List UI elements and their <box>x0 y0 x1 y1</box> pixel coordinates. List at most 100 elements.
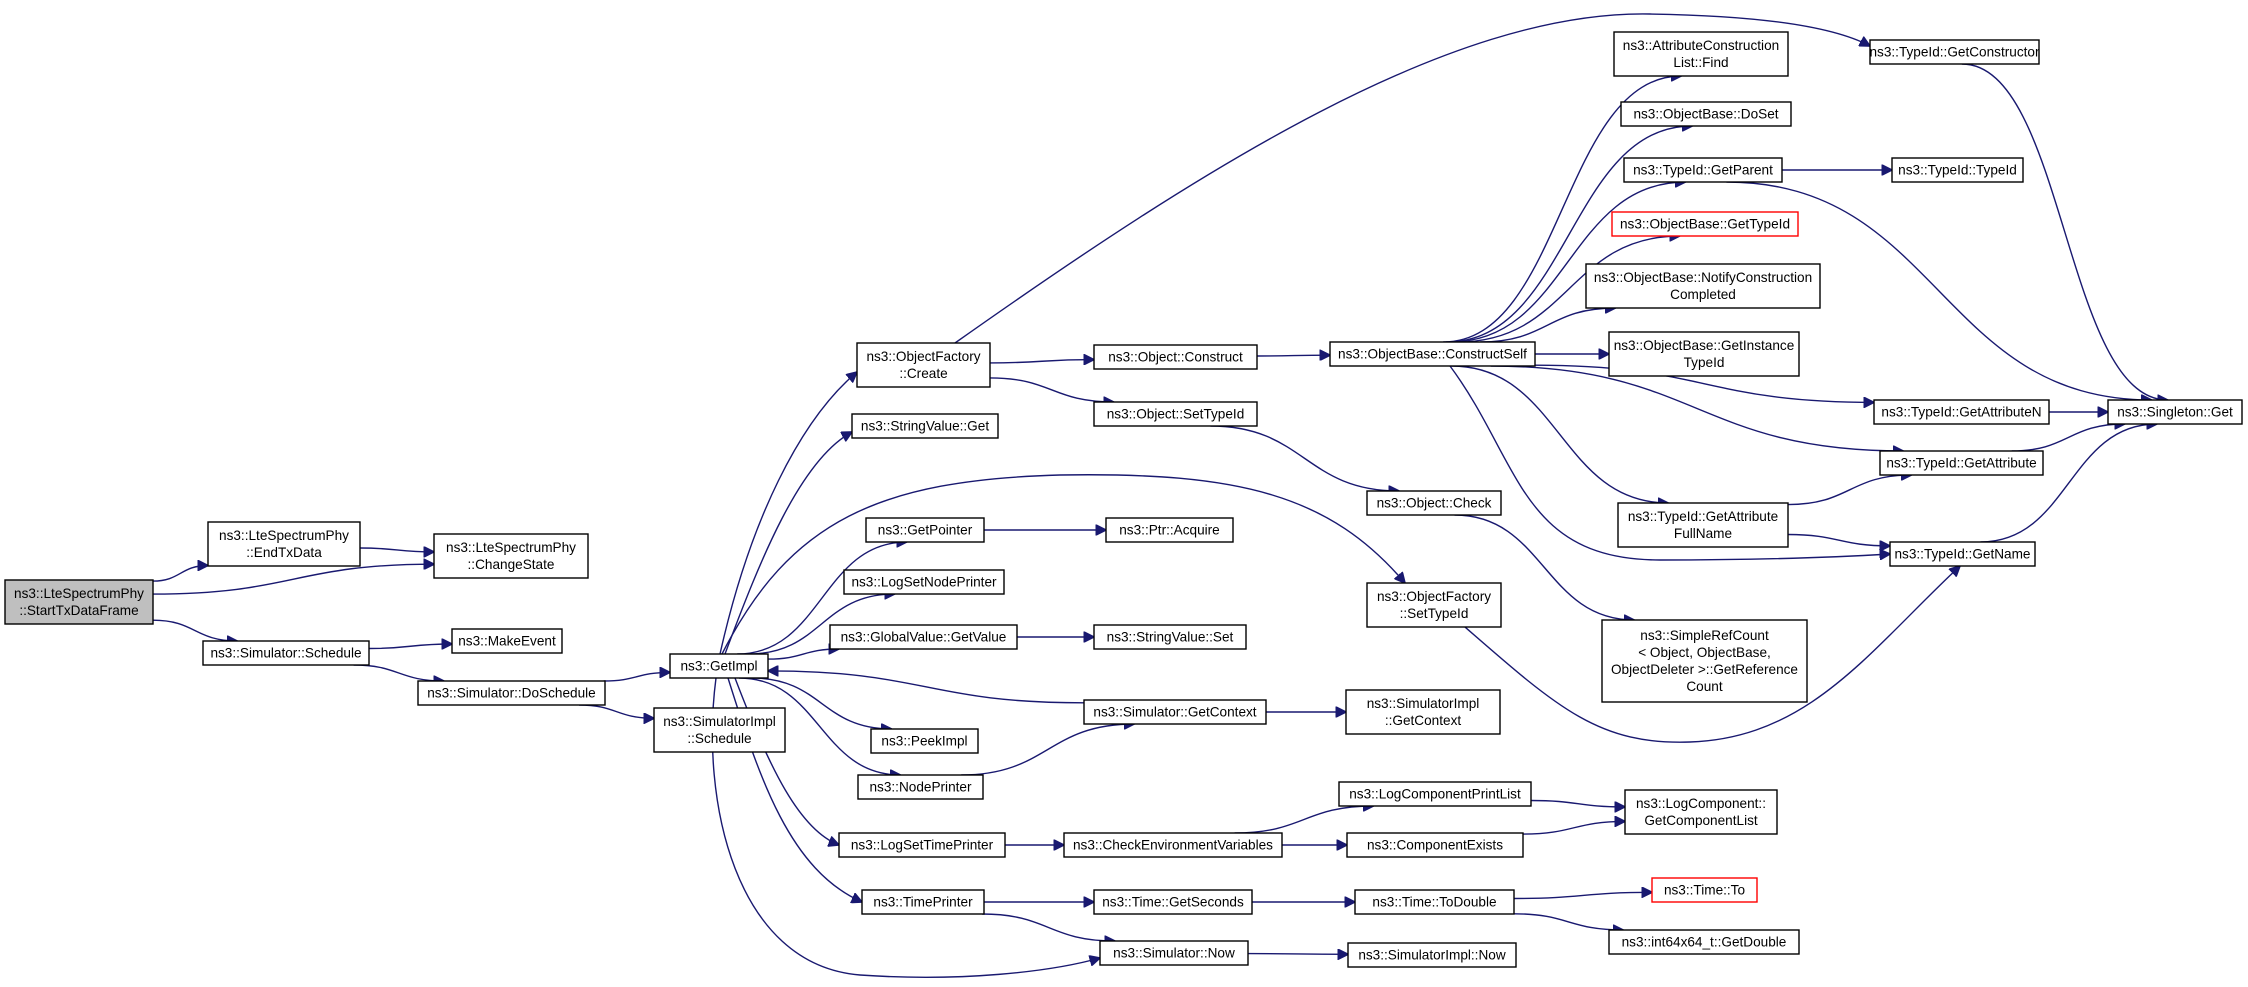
node-label-line: ns3::TypeId::GetAttribute <box>1886 456 2036 471</box>
node-label-line: ns3::ObjectFactory <box>866 349 980 364</box>
call-edge-getimpl-to-globalvalueget <box>767 649 839 660</box>
node-ns3-objectfactory-settypeid[interactable]: ns3::ObjectFactory::SetTypeId <box>1366 582 1502 628</box>
call-edge-tgetparent-to-singletonget <box>1726 181 2151 400</box>
edge-line <box>603 672 670 682</box>
node-box <box>4 579 154 625</box>
node-ns3-objectbase-gettypeid[interactable]: ns3::ObjectBase::GetTypeId <box>1611 211 1799 237</box>
node-ns3-simplerefcount-object-objectbase-objectdeleter-getreference-count[interactable]: ns3::SimpleRefCount< Object, ObjectBase,… <box>1601 619 1808 703</box>
node-ns3-object-settypeid[interactable]: ns3::Object::SetTypeId <box>1093 401 1258 427</box>
node-ns3-objectbase-notifyconstruction-completed[interactable]: ns3::ObjectBase::NotifyConstructionCompl… <box>1585 263 1821 309</box>
node-label-line: ns3::LogComponent:: <box>1636 796 1766 811</box>
node-label-line: ns3::TypeId::GetName <box>1894 547 2030 562</box>
node-ns3-simulator-doschedule[interactable]: ns3::Simulator::DoSchedule <box>417 680 606 706</box>
node-ns3-simulator-now[interactable]: ns3::Simulator::Now <box>1099 940 1249 966</box>
call-edge-tgetattrfull-to-tgetattr <box>1787 475 1912 506</box>
node-box <box>1889 541 2036 567</box>
node-label-line: ns3::GetPointer <box>878 523 973 538</box>
node-label-line: ns3::SimulatorImpl <box>1367 696 1480 711</box>
node-ns3-logsettimeprinter[interactable]: ns3::LogSetTimePrinter <box>838 832 1006 858</box>
node-ns3-typeid-getattributen[interactable]: ns3::TypeId::GetAttributeN <box>1873 399 2050 425</box>
node-ns3-logcomponent-getcomponentlist[interactable]: ns3::LogComponent::GetComponentList <box>1624 789 1778 835</box>
node-ns3-typeid-getname[interactable]: ns3::TypeId::GetName <box>1889 541 2036 567</box>
node-ns3-object-construct[interactable]: ns3::Object::Construct <box>1093 344 1258 370</box>
node-ns3-getimpl[interactable]: ns3::GetImpl <box>669 653 769 679</box>
node-label-line: GetComponentList <box>1644 813 1758 828</box>
edge-line <box>2011 424 2125 452</box>
node-ns3-stringvalue-get[interactable]: ns3::StringValue::Get <box>851 413 999 439</box>
call-edge-simnow-to-simimplnow <box>1247 954 1348 955</box>
edge-line <box>748 594 894 655</box>
node-box <box>856 342 991 388</box>
node-label-line: ns3::SimpleRefCount <box>1640 628 1769 643</box>
node-ns3-peekimpl[interactable]: ns3::PeekImpl <box>870 728 979 754</box>
edge-line <box>961 724 1134 776</box>
node-ns3-time-to[interactable]: ns3::Time::To <box>1651 877 1758 903</box>
node-ns3-makeevent[interactable]: ns3::MakeEvent <box>451 628 563 654</box>
node-ns3-globalvalue-getvalue[interactable]: ns3::GlobalValue::GetValue <box>829 624 1018 650</box>
node-ns3-ptr-acquire[interactable]: ns3::Ptr::Acquire <box>1105 517 1234 543</box>
node-ns3-singleton-get[interactable]: ns3::Singleton::Get <box>2107 399 2243 425</box>
node-label-line: List::Find <box>1673 55 1728 70</box>
node-label-line: ns3::ObjectFactory <box>1377 589 1491 604</box>
node-ns3-nodeprinter[interactable]: ns3::NodePrinter <box>857 774 984 800</box>
node-label-line: ::StartTxDataFrame <box>19 603 138 618</box>
node-ns3-time-getseconds[interactable]: ns3::Time::GetSeconds <box>1093 889 1253 915</box>
node-ns3-simulator-schedule[interactable]: ns3::Simulator::Schedule <box>202 640 370 666</box>
node-ns3-ltespectrumphy-endtxdata[interactable]: ns3::LteSpectrumPhy::EndTxData <box>207 521 361 567</box>
node-ns3-object-check[interactable]: ns3::Object::Check <box>1366 490 1502 516</box>
node-ns3-typeid-getconstructor[interactable]: ns3::TypeId::GetConstructor <box>1869 39 2040 65</box>
node-ns3-simulatorimpl-now[interactable]: ns3::SimulatorImpl::Now <box>1347 942 1517 968</box>
edge-line <box>1464 566 1960 743</box>
node-box <box>1624 789 1778 835</box>
edge-layer <box>152 13 2168 978</box>
call-edge-constructself-to-tgetattrn <box>1534 364 1874 402</box>
node-ns3-simulator-getcontext[interactable]: ns3::Simulator::GetContext <box>1083 699 1267 725</box>
node-box <box>865 517 985 543</box>
node-label-line: ns3::TypeId::TypeId <box>1898 163 2017 178</box>
call-edge-constructself-to-tgetattrfull <box>1451 365 1669 503</box>
node-label-line: ns3::int64x64_t::GetDouble <box>1622 935 1787 950</box>
node-ns3-ltespectrumphy-changestate[interactable]: ns3::LteSpectrumPhy::ChangeState <box>433 533 589 579</box>
node-label-line: ns3::Simulator::GetContext <box>1093 705 1256 720</box>
node-label-line: ns3::ObjectBase::NotifyConstruction <box>1594 270 1812 285</box>
node-ns3-typeid-typeid[interactable]: ns3::TypeId::TypeId <box>1891 157 2024 183</box>
node-ns3-componentexists[interactable]: ns3::ComponentExists <box>1346 832 1524 858</box>
node-ns3-stringvalue-set[interactable]: ns3::StringValue::Set <box>1093 624 1247 650</box>
call-edge-start-to-schedule <box>152 619 237 641</box>
node-box <box>870 728 979 754</box>
node-box <box>1891 157 2024 183</box>
call-edge-ofcreate-to-objconstruct <box>989 360 1094 363</box>
edge-line <box>1450 182 1685 343</box>
node-label-line: ns3::AttributeConstruction <box>1623 38 1779 53</box>
node-box <box>1063 832 1283 858</box>
node-ns3-objectbase-constructself[interactable]: ns3::ObjectBase::ConstructSelf <box>1329 341 1536 367</box>
node-ns3-objectbase-doset[interactable]: ns3::ObjectBase::DoSet <box>1620 101 1792 127</box>
node-label-line: ns3::ObjectBase::GetTypeId <box>1620 217 1790 232</box>
call-edge-getimpl-to-simnow <box>711 677 1100 978</box>
node-label-line: ns3::ComponentExists <box>1367 838 1503 853</box>
edge-line <box>353 664 444 681</box>
node-ns3-simulatorimpl-getcontext[interactable]: ns3::SimulatorImpl::GetContext <box>1345 689 1501 735</box>
node-ns3-int64x64-t-getdouble[interactable]: ns3::int64x64_t::GetDouble <box>1608 929 1800 955</box>
node-ns3-logcomponentprintlist[interactable]: ns3::LogComponentPrintList <box>1338 781 1532 807</box>
node-ns3-time-todouble[interactable]: ns3::Time::ToDouble <box>1354 889 1515 915</box>
node-ns3-timeprinter[interactable]: ns3::TimePrinter <box>861 889 985 915</box>
node-label-line: ns3::SimulatorImpl <box>663 714 776 729</box>
node-ns3-getpointer[interactable]: ns3::GetPointer <box>865 517 985 543</box>
node-ns3-checkenvironmentvariables[interactable]: ns3::CheckEnvironmentVariables <box>1063 832 1283 858</box>
node-ns3-typeid-getparent[interactable]: ns3::TypeId::GetParent <box>1623 157 1783 183</box>
node-ns3-typeid-getattribute[interactable]: ns3::TypeId::GetAttribute <box>1879 450 2044 476</box>
node-ns3-logsetnodeprinter[interactable]: ns3::LogSetNodePrinter <box>843 569 1005 595</box>
node-ns3-objectfactory-create[interactable]: ns3::ObjectFactory::Create <box>856 342 991 388</box>
edge-line <box>719 372 857 655</box>
edge-line <box>1247 954 1348 955</box>
node-ns3-simulatorimpl-schedule[interactable]: ns3::SimulatorImpl::Schedule <box>653 707 786 753</box>
node-box <box>1651 877 1758 903</box>
node-label-line: ns3::CheckEnvironmentVariables <box>1073 838 1273 853</box>
node-box <box>207 521 361 567</box>
edge-line <box>989 360 1094 363</box>
